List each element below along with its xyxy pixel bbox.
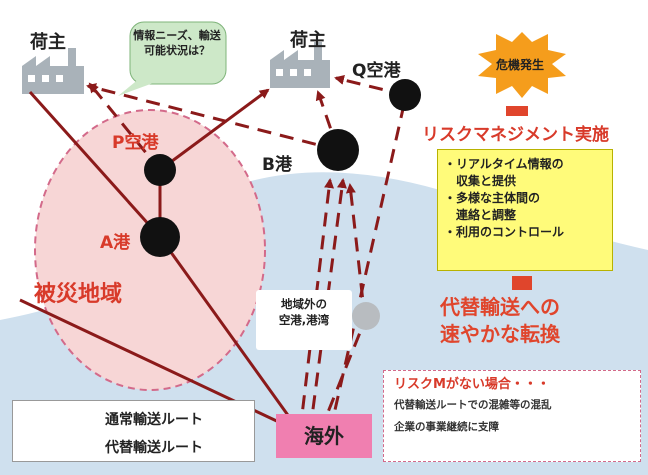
alt-transport-text: 代替輸送への 速やかな転換 xyxy=(440,294,560,348)
b-port-label: B港 xyxy=(262,155,292,175)
legend: 通常輸送ルート 代替輸送ルート xyxy=(12,400,255,462)
risk-actions-box: ・リアルタイム情報の 収集と提供 ・多様な主体間の 連絡と調整 ・利用のコントロ… xyxy=(437,149,613,271)
risk-management-label: リスクマネジメント実施 xyxy=(422,125,609,145)
q-airport-label: Q空港 xyxy=(352,61,401,81)
shipper-center-label: 荷主 xyxy=(290,30,326,51)
no-risk-title: リスクMがない場合・・・ xyxy=(394,377,550,392)
alt-overseas-to-q-airport xyxy=(328,98,409,433)
route-a-port-to-shipper-left xyxy=(28,90,162,239)
no-risk-line-business: 企業の事業継続に支障 xyxy=(394,421,499,433)
alt-overseas-to-outside xyxy=(318,319,367,433)
alt-p-airport-to-shipper-left xyxy=(88,82,162,171)
a-port-node xyxy=(140,217,180,257)
shipper-left-label: 荷主 xyxy=(30,32,66,53)
overseas-box: 海外 xyxy=(276,414,372,458)
b-port-node xyxy=(317,129,359,171)
route-overseas-to-a-port xyxy=(158,236,302,433)
info-bubble-text: 情報ニーズ、輸送可能状況は？ xyxy=(133,29,221,57)
legend-alt-label: 代替輸送ルート xyxy=(105,440,203,456)
p-airport-label: P空港 xyxy=(112,133,159,153)
info-bubble-shape xyxy=(118,21,227,96)
alt-b-port-to-shipper-left xyxy=(86,83,339,152)
crisis-to-risk-connector xyxy=(506,106,528,116)
shipper-factory-center-icon xyxy=(270,42,330,88)
alt-transport-line2: 速やかな転換 xyxy=(440,322,560,346)
crisis-label: 危機発生 xyxy=(496,58,545,72)
a-port-label: A港 xyxy=(100,233,131,253)
p-airport-node xyxy=(144,154,176,186)
shipper-factory-left-icon xyxy=(22,48,84,94)
crisis-burst-icon xyxy=(478,32,566,98)
bullet-usage-control: ・利用のコントロール xyxy=(444,225,565,239)
alt-transport-line1: 代替輸送への xyxy=(440,295,560,319)
legend-normal-label: 通常輸送ルート xyxy=(105,412,203,428)
no-risk-management-box: リスクMがない場合・・・ 代替輸送ルートでの混雑等の混乱 企業の事業継続に支障 xyxy=(383,370,641,462)
no-risk-line-congestion: 代替輸送ルートでの混雑等の混乱 xyxy=(394,399,552,411)
outside-region-label: 地域外の 空港,港湾 xyxy=(256,290,352,350)
bullet-realtime-info: ・リアルタイム情報の 収集と提供 xyxy=(444,157,564,188)
box-to-alt-connector xyxy=(512,276,532,290)
outside-region-node xyxy=(352,302,380,330)
route-p-airport-to-shipper-center xyxy=(159,88,270,172)
q-airport-node xyxy=(389,79,421,111)
outside-region-text: 地域外の 空港,港湾 xyxy=(278,297,330,327)
bullet-coordination: ・多様な主体間の 連絡と調整 xyxy=(444,191,541,222)
disaster-area-label: 被災地域 xyxy=(34,282,123,307)
